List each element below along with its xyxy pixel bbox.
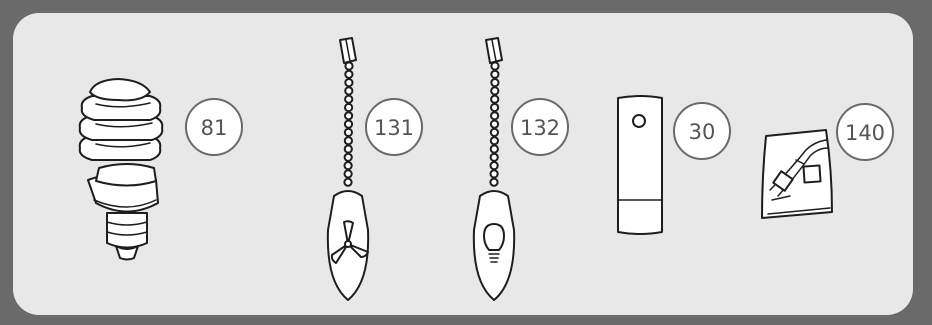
chain-bead [490,94,500,104]
transmitter-button [632,114,646,128]
chain-bead [490,86,500,96]
fan-chain-beads [343,61,354,187]
fan-pull-chain-icon [326,37,370,301]
cfl-bulb-icon [78,78,164,261]
remote-transmitter-icon [617,95,663,235]
callout-30: 30 [673,102,731,160]
callout-81: 81 [185,98,243,156]
chain-bead [343,119,354,129]
chain-bead [490,69,500,79]
chain-bead [489,152,499,162]
hardware-bag-icon [761,129,833,219]
callout-140: 140 [836,103,894,161]
lightbulb-symbol [483,223,505,263]
chain-bead [344,102,354,113]
chain-bead [344,69,354,79]
chain-bead [343,152,353,162]
light-chain-beads [489,61,500,187]
callout-132: 132 [511,98,569,156]
callout-140-label: 140 [845,121,885,145]
chain-bead [490,102,500,113]
chain-bead [344,78,354,88]
chain-bead [344,111,354,121]
chain-bead [490,78,500,88]
fan-symbol [330,220,369,264]
chain-bead [343,144,353,154]
chain-bead [489,136,499,146]
chain-bead [489,127,499,137]
panel-background [13,13,913,315]
callout-81-label: 81 [201,116,228,140]
chain-bead [489,161,499,171]
chain-bead [490,61,500,71]
chain-bead [489,144,499,154]
chain-bead [343,161,353,171]
callout-132-label: 132 [520,116,560,140]
light-pull-chain-icon [472,37,516,301]
chain-bead [343,177,353,187]
chain-bead [344,61,354,71]
chain-bead [343,127,353,137]
callout-131: 131 [365,98,423,156]
chain-bead [489,119,500,129]
chain-bead [490,111,500,121]
chain-bead [489,177,499,187]
chain-bead [343,169,353,179]
callout-131-label: 131 [374,116,414,140]
chain-bead [344,94,354,104]
chain-bead [343,136,353,146]
chain-bead [344,86,354,96]
chain-bead [489,169,499,179]
callout-30-label: 30 [689,120,716,144]
